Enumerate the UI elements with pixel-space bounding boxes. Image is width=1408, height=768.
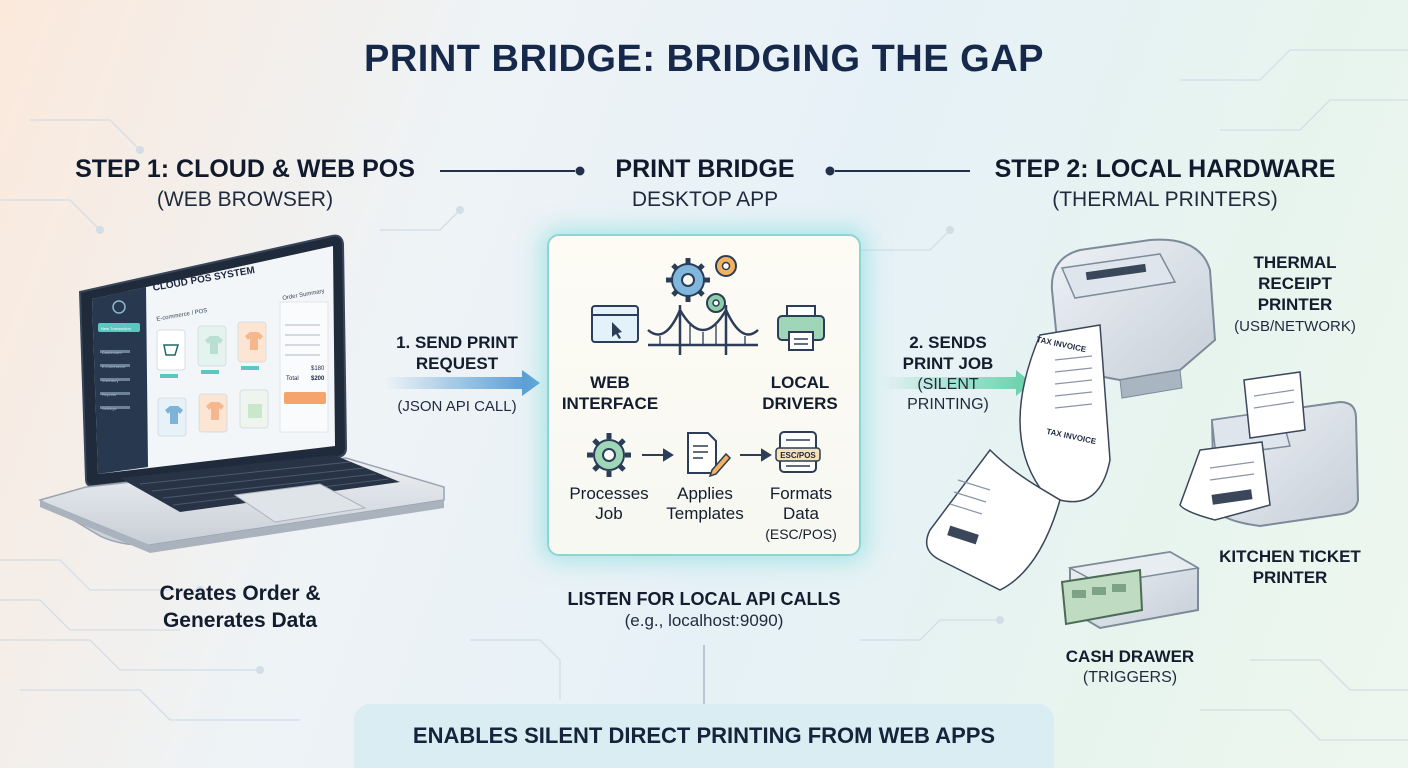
kitchen-printer-line1: KITCHEN TICKET bbox=[1219, 547, 1361, 566]
cash-drawer-icon bbox=[1060, 550, 1201, 630]
web-interface-label: WEB INTERFACE bbox=[560, 372, 660, 414]
laptop-sidebar-item: Settings bbox=[102, 406, 117, 411]
arrow2-label: 2. SENDS PRINT JOB bbox=[878, 332, 1018, 374]
arrow1-line2: REQUEST bbox=[415, 354, 499, 373]
thermal-printer-line1: THERMAL bbox=[1253, 253, 1337, 272]
step1-caption-line2: Generates Data bbox=[162, 609, 318, 632]
local-drivers-line1: LOCAL bbox=[770, 373, 830, 392]
format-data-line1: Formats bbox=[769, 484, 833, 503]
process-gear-icon bbox=[587, 433, 631, 477]
laptop-sidebar-button: New Transaction bbox=[101, 326, 131, 331]
bottom-banner: ENABLES SILENT DIRECT PRINTING FROM WEB … bbox=[354, 704, 1054, 768]
template-document-icon bbox=[687, 432, 732, 478]
web-interface-line2: INTERFACE bbox=[561, 394, 659, 413]
laptop-total-value: $200 bbox=[311, 376, 325, 382]
kitchen-printer-line2: PRINTER bbox=[1252, 568, 1328, 587]
arrow1-note: (JSON API CALL) bbox=[397, 398, 517, 415]
laptop-total-label: Total bbox=[286, 376, 299, 382]
step2-heading: STEP 2: LOCAL HARDWARE bbox=[994, 155, 1336, 183]
format-data-line2: Data bbox=[783, 504, 819, 523]
step1-caption: Creates Order & Generates Data bbox=[120, 580, 360, 634]
laptop-sidebar-list: Dashboard E-Commerce Inventory Reports S… bbox=[102, 346, 142, 416]
receipt-paper bbox=[925, 324, 1111, 591]
banner-text: ENABLES SILENT DIRECT PRINTING FROM WEB … bbox=[412, 723, 996, 748]
laptop-subtotal-value: $180 bbox=[311, 366, 325, 372]
process-job-label: Processes Job bbox=[559, 484, 659, 524]
cash-drawer-line2: (TRIGGERS) bbox=[1082, 669, 1178, 686]
cash-drawer-line1: CASH DRAWER bbox=[1065, 647, 1195, 666]
process-job-line2: Job bbox=[595, 504, 623, 523]
escpos-badge: ESC/POS bbox=[780, 451, 816, 460]
laptop-sidebar-item: Reports bbox=[102, 392, 117, 397]
local-drivers-label: LOCAL DRIVERS bbox=[750, 372, 850, 414]
arrow1-label: 1. SEND PRINT REQUEST bbox=[372, 332, 542, 374]
web-interface-line1: WEB bbox=[590, 373, 630, 392]
arrow2-line2: PRINT JOB bbox=[902, 354, 994, 373]
step2-subheading: (THERMAL PRINTERS) bbox=[1052, 188, 1278, 211]
apply-templates-line2: Templates bbox=[666, 504, 744, 523]
format-data-label: Formats Data (ESC/POS) bbox=[751, 484, 851, 544]
arrow2-line3: (SILENT bbox=[917, 376, 979, 393]
local-drivers-line2: DRIVERS bbox=[762, 394, 838, 413]
listen-line1: LISTEN FOR LOCAL API CALLS bbox=[567, 589, 841, 609]
process-job-line1: Processes bbox=[569, 484, 649, 503]
kitchen-printer-label: KITCHEN TICKET PRINTER bbox=[1200, 546, 1380, 588]
arrow2-line1: 2. SENDS bbox=[909, 333, 987, 352]
bridge-heading: PRINT BRIDGE bbox=[615, 155, 795, 183]
format-data-line3: (ESC/POS) bbox=[765, 526, 837, 542]
print-bridge-card bbox=[547, 234, 861, 556]
printer-icon bbox=[777, 305, 825, 351]
arrow1-line1: 1. SEND PRINT bbox=[396, 333, 518, 352]
page-title: PRINT BRIDGE: BRIDGING THE GAP bbox=[363, 38, 1045, 80]
apply-templates-label: Applies Templates bbox=[655, 484, 755, 524]
gears-icon bbox=[666, 255, 737, 313]
cash-drawer-label: CASH DRAWER (TRIGGERS) bbox=[1040, 646, 1220, 688]
listen-line2: (e.g., localhost:9090) bbox=[624, 611, 784, 630]
step1-subheading: (WEB BROWSER) bbox=[156, 188, 334, 211]
bridge-icon bbox=[647, 305, 759, 355]
thermal-printer-label: THERMAL RECEIPT PRINTER bbox=[1225, 252, 1365, 315]
thermal-printer-line3: PRINTER bbox=[1257, 295, 1333, 314]
arrow2-line4: PRINTING) bbox=[907, 396, 989, 413]
laptop-sidebar-item: Dashboard bbox=[102, 350, 122, 355]
laptop-sidebar-item: E-Commerce bbox=[102, 364, 126, 369]
listen-caption: LISTEN FOR LOCAL API CALLS (e.g., localh… bbox=[520, 588, 888, 632]
step1-heading: STEP 1: CLOUD & WEB POS bbox=[75, 155, 415, 183]
apply-templates-line1: Applies bbox=[677, 484, 733, 503]
thermal-printer-sub: (USB/NETWORK) bbox=[1234, 318, 1356, 335]
thermal-printer-line2: RECEIPT bbox=[1258, 274, 1332, 293]
escpos-document-icon bbox=[775, 431, 821, 473]
laptop-sidebar-item: Inventory bbox=[102, 378, 119, 383]
web-window-icon bbox=[591, 305, 639, 343]
arrow2-note: (SILENT PRINTING) bbox=[878, 375, 1018, 415]
step1-caption-line1: Creates Order & bbox=[159, 582, 321, 605]
bridge-subheading: DESKTOP APP bbox=[631, 188, 779, 211]
kitchen-ticket-printer-icon bbox=[1179, 371, 1360, 528]
